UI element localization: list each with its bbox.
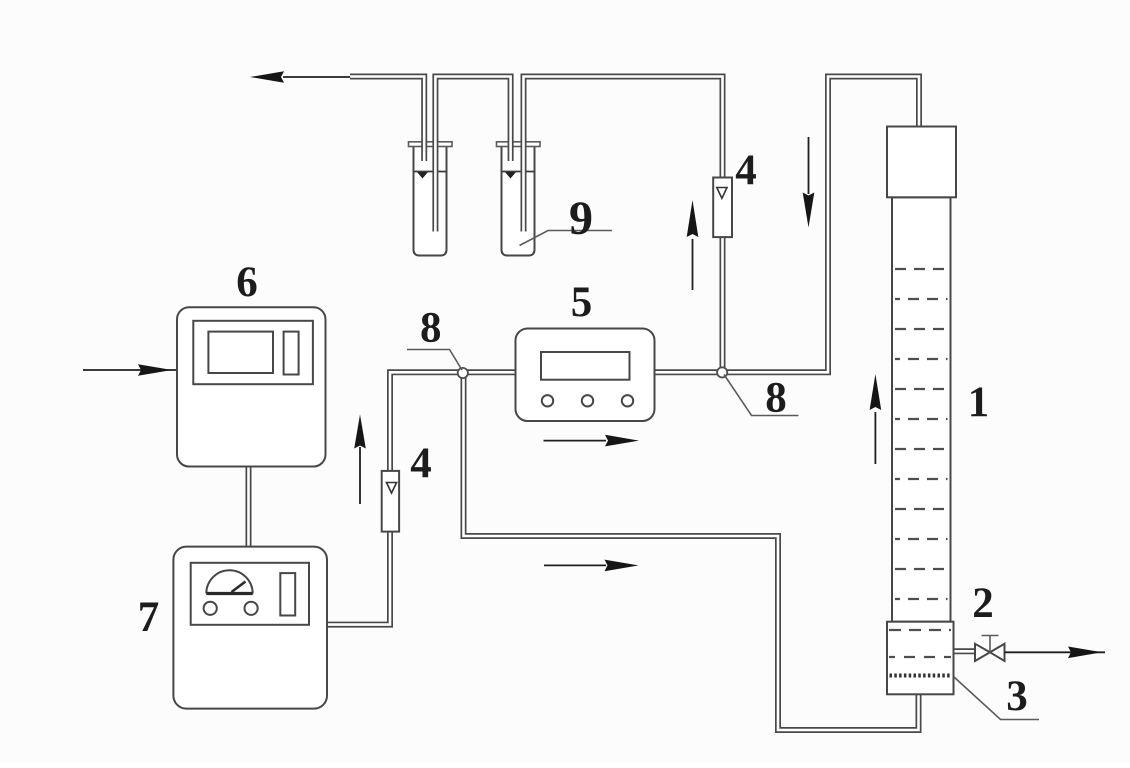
svg-text:8: 8 bbox=[420, 305, 442, 352]
svg-text:1: 1 bbox=[968, 379, 990, 426]
svg-text:3: 3 bbox=[1006, 673, 1028, 720]
svg-text:5: 5 bbox=[571, 279, 593, 326]
svg-text:4: 4 bbox=[410, 440, 432, 487]
svg-text:4: 4 bbox=[735, 147, 757, 194]
svg-text:6: 6 bbox=[236, 259, 258, 306]
svg-text:2: 2 bbox=[972, 580, 994, 627]
svg-text:8: 8 bbox=[765, 375, 787, 422]
svg-text:7: 7 bbox=[138, 594, 160, 641]
svg-text:9: 9 bbox=[569, 192, 593, 245]
